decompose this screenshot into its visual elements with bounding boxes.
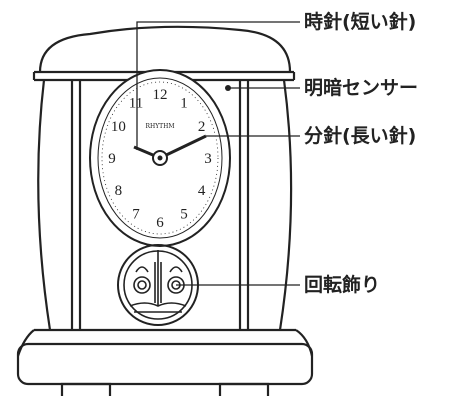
left-wall [37,79,52,331]
numeral-5: 5 [180,206,188,222]
label-hour-hand: 時針(短い針) [304,11,417,33]
clock-crown [38,25,292,73]
label-minute-hand: 分針(長い針) [304,125,417,147]
numeral-3: 3 [204,151,212,167]
numeral-8: 8 [115,183,123,199]
label-rotating-ornament: 回転飾り [304,274,381,296]
numeral-1: 1 [180,96,188,112]
numeral-2: 2 [198,119,206,135]
numeral-4: 4 [198,183,206,199]
minute-hand [159,134,207,160]
right-foot [218,382,270,396]
numeral-12: 12 [153,87,168,103]
left-foot [60,382,112,396]
numeral-6: 6 [156,215,164,231]
clock-base [16,342,314,386]
numeral-10: 10 [111,119,126,135]
leader-hour-hand [136,21,300,150]
numeral-11: 11 [129,96,143,112]
right-wall [278,79,293,331]
leader-lines [136,21,300,286]
numeral-9: 9 [108,151,116,167]
clock-hands [133,134,207,166]
label-light-sensor: 明暗センサー [304,77,419,99]
dial-brand: RHYTHM [145,123,174,130]
numeral-7: 7 [132,206,140,222]
clock-body [16,25,314,396]
